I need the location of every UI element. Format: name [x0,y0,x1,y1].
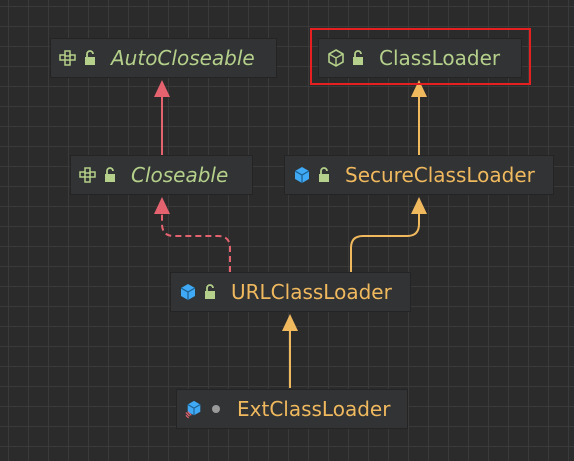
abstract-class-icon [327,49,345,67]
node-label: ExtClassLoader [237,397,391,421]
selection-highlight [310,28,531,85]
node-secureclassloader[interactable]: SecureClassLoader [284,155,554,195]
public-lock-icon [349,49,367,67]
interface-icon [59,49,77,67]
arrowhead-secureclassloader [411,197,427,214]
node-label: ClassLoader [379,46,501,70]
edge-urlclassloader-closeable [161,212,231,272]
interface-icon [79,166,97,184]
arrowhead-autocloseable [154,80,170,97]
class-cube-icon [293,166,311,184]
public-lock-icon [315,166,333,184]
public-lock-icon [101,166,119,184]
arrowhead-closeable [154,197,170,214]
arrowhead-urlclassloader [282,314,298,331]
node-label: AutoCloseable [111,46,255,70]
package-private-dot-icon [207,400,225,418]
node-label: URLClassLoader [231,280,392,304]
arrowhead-classloader [411,80,427,97]
public-lock-icon [81,49,99,67]
node-classloader[interactable]: ClassLoader [318,38,522,78]
public-lock-icon [201,283,219,301]
node-closeable[interactable]: Closeable [70,155,253,195]
node-urlclassloader[interactable]: URLClassLoader [170,272,411,312]
node-label: SecureClassLoader [345,163,535,187]
class-cube-icon [185,400,203,419]
node-autocloseable[interactable]: AutoCloseable [50,38,277,78]
node-extclassloader[interactable]: ExtClassLoader [176,389,408,429]
node-label: Closeable [131,163,229,187]
edge-urlclassloader-secureclassloader [350,212,420,272]
class-cube-icon [179,283,197,301]
